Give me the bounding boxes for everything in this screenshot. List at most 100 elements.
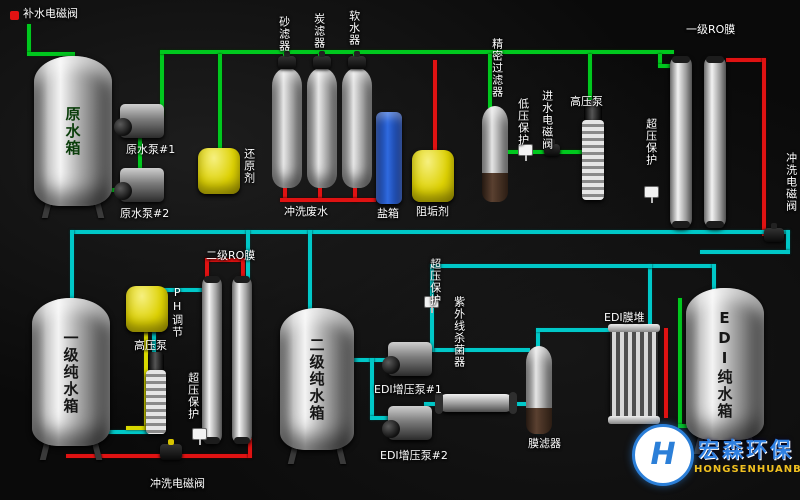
label-salt-box: 盐箱 (377, 207, 399, 220)
hp-pump-motor (584, 100, 602, 122)
overpressure-sensor (424, 296, 439, 313)
pipe-segment (648, 264, 716, 268)
logo-h-glyph: H (650, 437, 676, 472)
pipe-segment (318, 184, 322, 202)
label-edi-pump-2: EDI增压泵#2 (380, 449, 448, 462)
ro1-membrane (704, 56, 726, 228)
inlet-solenoid-valve-icon (544, 139, 560, 156)
label-flush-right: 冲洗电磁阀 (784, 152, 798, 212)
label-overpressure-bl: 超压保护 (186, 372, 200, 420)
raw-water-tank: 原水箱 (34, 56, 112, 206)
label-flush-waste: 冲洗废水 (284, 205, 328, 218)
pure-water-tank-1-label: 一级纯水箱 (61, 329, 80, 415)
pipe-segment (370, 416, 392, 420)
salt-box (376, 112, 402, 204)
label-overpressure-mid: 超压保护 (428, 258, 442, 306)
hp-pump-top (582, 120, 604, 200)
pipe-segment (280, 198, 376, 202)
pipe-segment (658, 64, 680, 68)
pipe-segment (678, 298, 682, 428)
sand-filter-vessel (272, 68, 302, 188)
label-edi-pump-1: EDI增压泵#1 (374, 383, 442, 396)
pipe-segment (27, 24, 31, 54)
ro2-membrane (202, 276, 222, 444)
label-softener: 软水器 (347, 10, 361, 46)
label-uv: 紫外线杀菌器 (452, 296, 466, 368)
pipe-segment (283, 184, 287, 202)
pipe-segment (726, 58, 766, 62)
pipe-segment (488, 54, 492, 108)
multiport-valve-icon (313, 51, 331, 69)
multiport-valve-icon (278, 51, 296, 69)
ph-dosing-tank (126, 286, 168, 332)
pipe-segment (160, 50, 674, 54)
pure-water-tank-1: 一级纯水箱 (32, 298, 110, 446)
overpressure-sensor (644, 186, 659, 203)
edi-stack (608, 324, 660, 424)
edi-pure-water-tank-label: EDI纯水箱 (715, 308, 734, 420)
makeup-valve-icon (10, 11, 19, 20)
uv-sterilizer (435, 392, 517, 414)
pipe-segment (648, 264, 652, 330)
label-flush-bottom: 冲洗电磁阀 (150, 477, 205, 490)
pipe-segment (160, 50, 164, 116)
label-sand-filter: 砂滤器 (277, 16, 291, 52)
pipe-segment (536, 328, 614, 332)
multiport-valve-icon (348, 51, 366, 69)
flush-solenoid-valve-right-icon (764, 223, 784, 242)
pipe-segment (712, 264, 716, 292)
ro1-membrane (670, 56, 692, 228)
pipe-segment (152, 288, 210, 292)
pipe-segment (536, 328, 540, 348)
pipe-segment (205, 258, 245, 262)
label-low-pressure: 低压保护 (516, 98, 530, 146)
label-precision: 精密过滤器 (490, 38, 504, 98)
label-inlet-valve: 进水电磁阀 (540, 90, 554, 150)
pipe-segment (424, 402, 438, 406)
pipe-segment (762, 58, 766, 236)
raw-pump-2 (114, 168, 164, 202)
pipe-segment (70, 230, 74, 300)
pipe-segment (658, 54, 662, 66)
label-reducer: 还原剂 (242, 148, 256, 184)
pipe-segment (138, 116, 142, 192)
edi-pump-1 (382, 342, 432, 376)
pipe-segment (70, 230, 790, 234)
pipe-segment (27, 52, 75, 56)
label-ro1: 一级RO膜 (686, 23, 736, 36)
precision-filter-vessel (482, 106, 508, 202)
pipe-segment (430, 264, 652, 268)
hp-pump-bottom (146, 370, 166, 434)
edi-pure-water-tank: EDI纯水箱 (686, 288, 764, 440)
pipe-segment (700, 250, 790, 254)
label-carbon-filter: 炭滤器 (312, 13, 326, 49)
low-pressure-sensor (518, 144, 533, 161)
pipe-segment (248, 438, 252, 458)
label-makeup-valve: 补水电磁阀 (23, 7, 78, 20)
label-ph-adjust: PH调节 (170, 286, 184, 338)
pipe-segment (433, 60, 437, 152)
pipe-segment (588, 54, 592, 116)
antiscalant-tank (412, 150, 454, 202)
pipe-segment (66, 454, 252, 458)
pipe-segment (104, 430, 156, 434)
pure-water-tank-2: 二级纯水箱 (280, 308, 354, 450)
carbon-filter-vessel (307, 68, 337, 188)
pipe-segment (430, 348, 530, 352)
pure-water-tank-2-label: 二级纯水箱 (307, 336, 326, 422)
pipe-segment (370, 358, 374, 420)
pipe-segment (353, 184, 357, 202)
pipe-segment (241, 258, 245, 280)
label-hp-pump-top: 高压泵 (570, 95, 603, 108)
logo-company-name-en: HONGSENHUANBAO (694, 464, 800, 475)
edi-pump-2 (382, 406, 432, 440)
raw-water-tank-label: 原水箱 (63, 105, 82, 157)
label-raw-pump-2: 原水泵#2 (120, 207, 170, 220)
company-logo-icon: H (632, 424, 694, 486)
pipe-segment (308, 230, 312, 310)
label-raw-pump-1: 原水泵#1 (126, 143, 176, 156)
logo-company-name: 宏森环保 (698, 438, 794, 462)
hp-pump-motor (148, 352, 164, 372)
pipe-segment (786, 230, 790, 254)
